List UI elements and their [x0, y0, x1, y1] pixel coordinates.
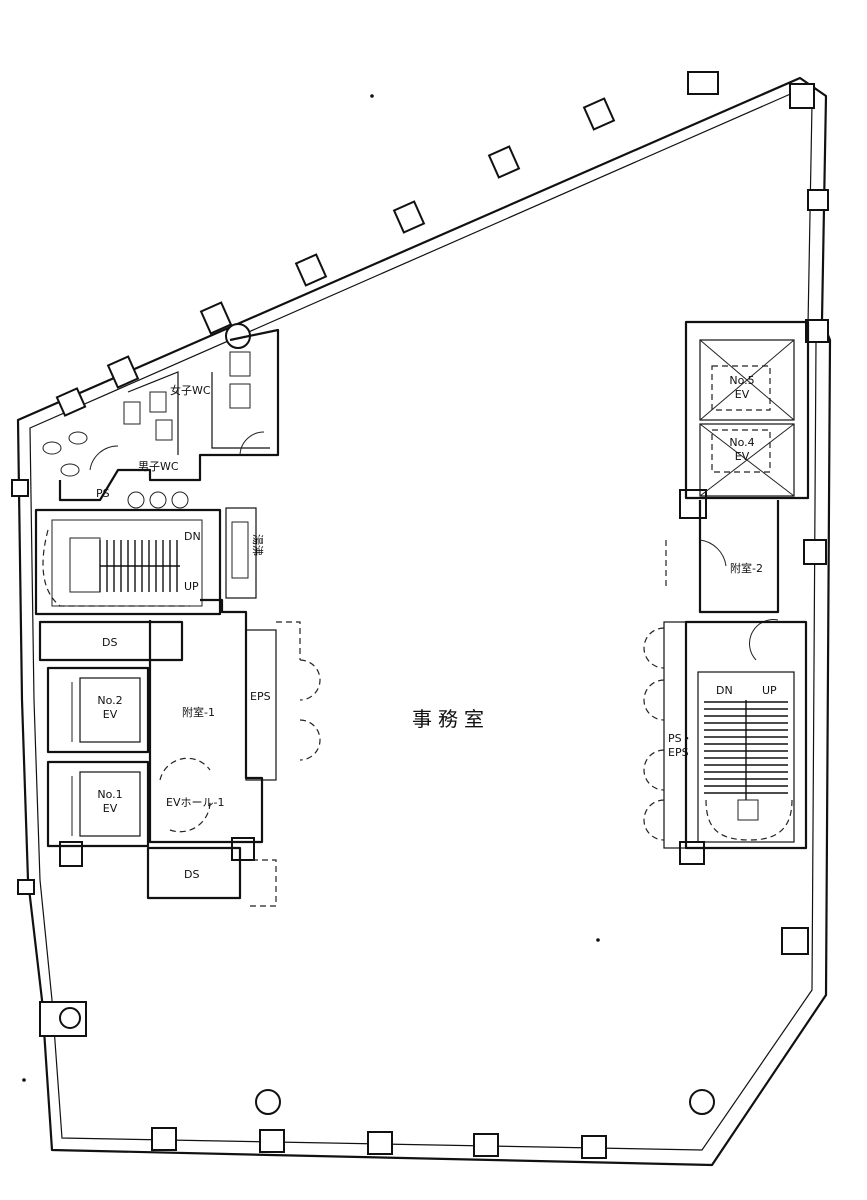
- lobby1-label: 附室-1: [182, 705, 215, 719]
- ds-lower-label: DS: [184, 868, 199, 881]
- left-stair-dn-label: DN: [184, 530, 201, 543]
- kitchen-area: 湯沸: [225, 507, 264, 599]
- ev-hall-label: EVホール-1: [166, 796, 224, 809]
- lobby-1: 附室-1 EVホール-1: [148, 598, 264, 844]
- ds-upper: DS: [38, 620, 184, 662]
- ps-eps-right: PS・EPS: [643, 621, 693, 849]
- ps-top-label: PS: [96, 487, 110, 500]
- wc-area: 女子WC 男子WC PS: [42, 328, 280, 509]
- kitchen-label: 湯沸: [251, 534, 264, 556]
- right-stair: DN UP: [684, 620, 808, 850]
- eps-left: EPS: [245, 621, 321, 781]
- mens-wc-label: 男子WC: [138, 460, 179, 473]
- left-stair: DN UP: [34, 508, 222, 616]
- lobby-2: 附室-2: [665, 500, 780, 661]
- right-stair-up-label: UP: [762, 684, 777, 697]
- left-stair-up-label: UP: [184, 580, 199, 593]
- ds-lower: DS: [146, 846, 277, 907]
- eps-left-label: EPS: [250, 690, 271, 703]
- right-stair-dn-label: DN: [716, 684, 733, 697]
- ds-upper-label: DS: [102, 636, 117, 649]
- perimeter-columns: [11, 71, 829, 1159]
- womens-wc-label: 女子WC: [170, 383, 211, 397]
- lobby2-label: 附室-2: [730, 561, 763, 575]
- office-label: 事務室: [412, 707, 490, 731]
- ps-eps-right-label: PS・EPS: [668, 732, 693, 759]
